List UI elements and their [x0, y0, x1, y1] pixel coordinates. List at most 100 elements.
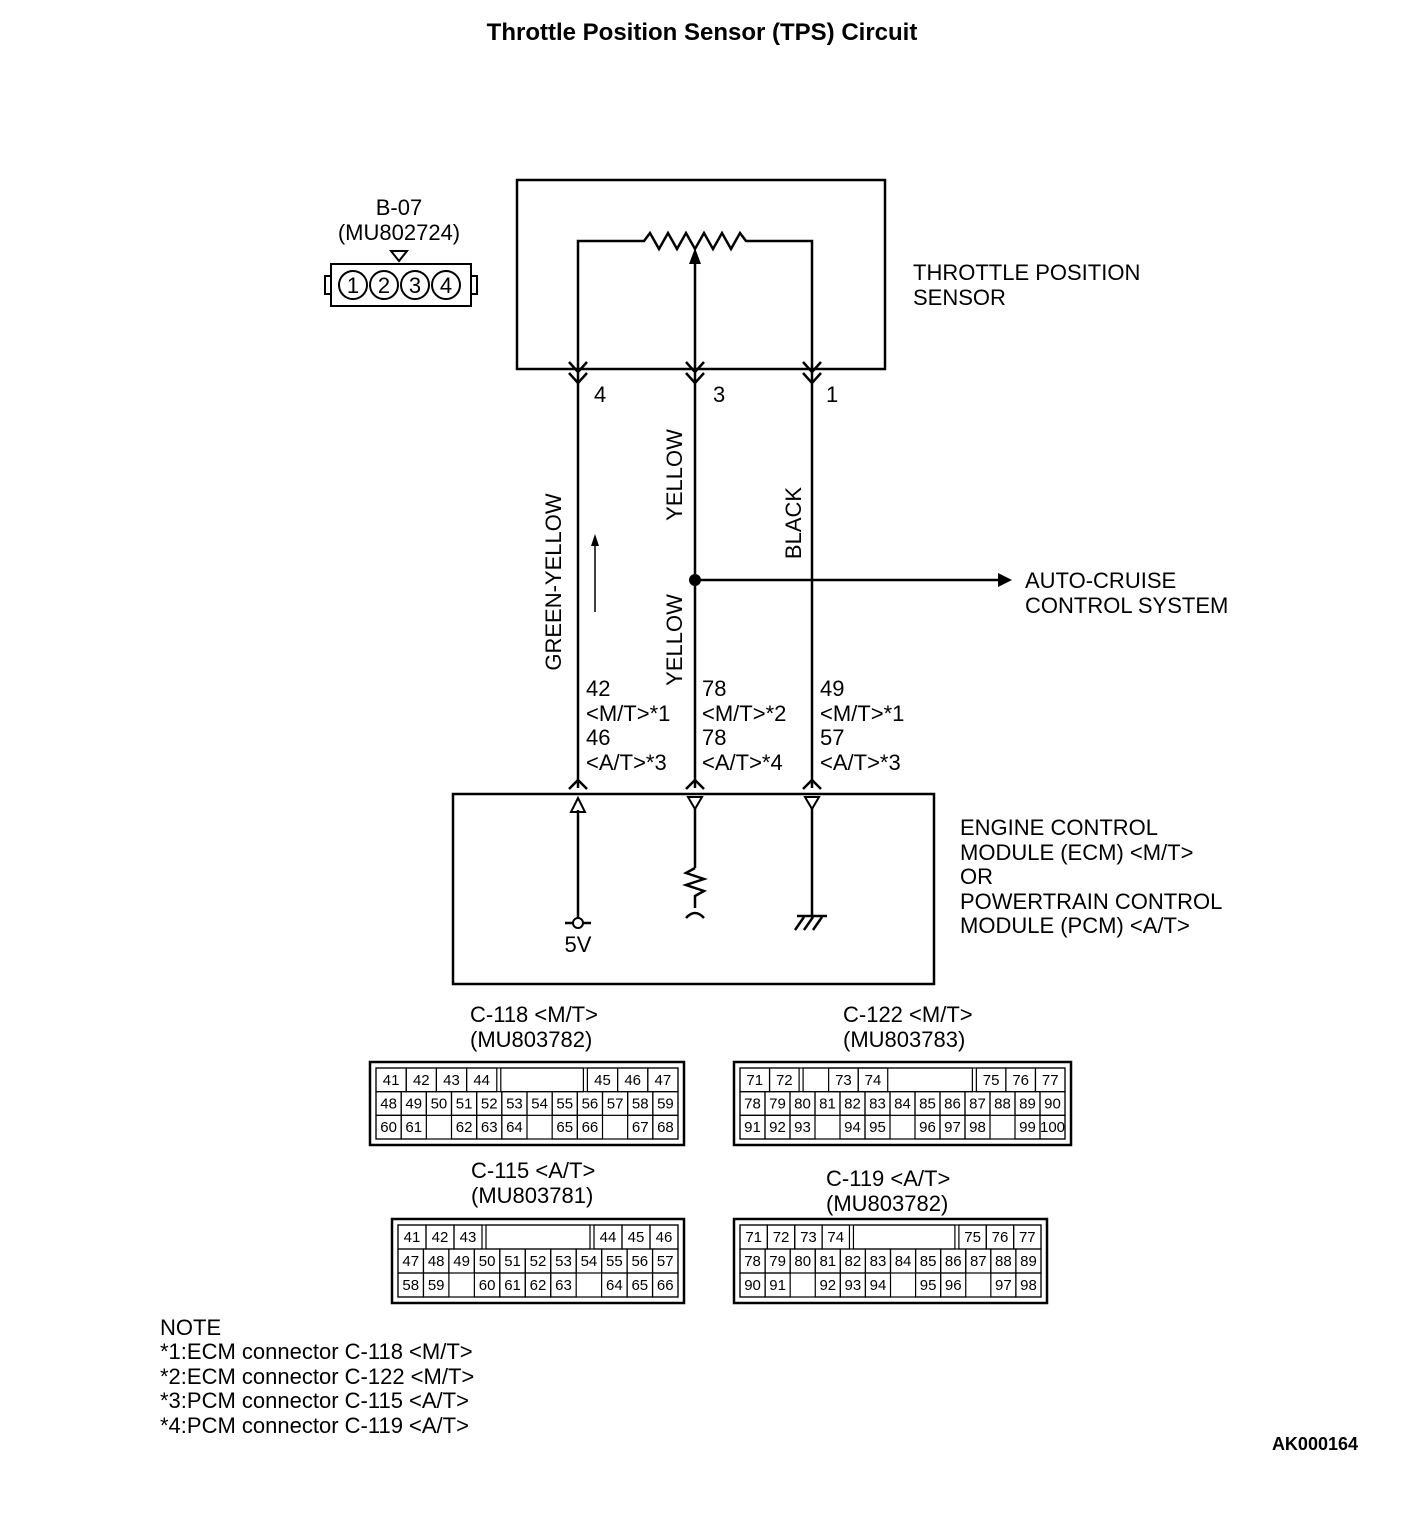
connector-pin-number: 96: [919, 1119, 936, 1136]
connector-pin-number: 77: [1019, 1229, 1036, 1246]
connector-pin-number: 72: [776, 1072, 793, 1089]
connector-pin-cell: [550, 1272, 577, 1298]
wire-color-label: YELLOW: [662, 594, 687, 686]
connector-pin-number: 59: [657, 1096, 674, 1113]
ecm-input-arrow-icon: [686, 796, 704, 811]
connector-pin-number: 53: [555, 1253, 572, 1270]
connector-housing: [732, 1060, 1073, 1147]
svg-text:57: 57: [820, 725, 844, 750]
connector-pin-number: 87: [969, 1096, 986, 1113]
connector-pin-number: 62: [456, 1119, 473, 1136]
note-line: *3:PCM connector C-115 <A/T>: [160, 1388, 469, 1413]
wire-sensor-pin: 4: [594, 382, 606, 407]
connector-pin-cell: [501, 1114, 528, 1140]
connector-pin-number: 86: [944, 1096, 961, 1113]
svg-text:<M/T>*1: <M/T>*1: [586, 701, 670, 726]
connector-pin-number: 48: [428, 1253, 445, 1270]
connector-pin-number: 65: [631, 1277, 648, 1294]
connector-pin-number: 63: [481, 1119, 498, 1136]
svg-text:MODULE (PCM) <A/T>: MODULE (PCM) <A/T>: [960, 913, 1190, 938]
connector-pin-number: 60: [479, 1277, 496, 1294]
connector-pin-cell: [864, 1272, 892, 1298]
connector-marker-icon: [388, 250, 410, 263]
wire-color-label: BLACK: [781, 487, 806, 559]
connector-pin-number: 65: [556, 1119, 573, 1136]
connector-pin-number: 83: [870, 1253, 887, 1270]
branch-arrow-icon: [998, 573, 1012, 587]
connector-pin-number: 78: [744, 1253, 761, 1270]
connector-pin-number: 45: [628, 1229, 645, 1246]
connector-pin-number: 44: [600, 1229, 617, 1246]
sensor-label-line1: THROTTLE POSITION: [913, 260, 1140, 285]
connector-pin-number: 78: [744, 1096, 761, 1113]
note-line: *1:ECM connector C-118 <M/T>: [160, 1339, 473, 1364]
connector-pin-number: 54: [581, 1253, 598, 1270]
connector-pin-cell: [940, 1272, 967, 1298]
svg-text:<M/T>*1: <M/T>*1: [820, 701, 904, 726]
connector-pin-number: 71: [745, 1229, 762, 1246]
connector-pin-number: 74: [827, 1229, 844, 1246]
connector-pin-number: 100: [1040, 1119, 1065, 1136]
connector-pin-number: 59: [428, 1277, 445, 1294]
connector-housing: [390, 1217, 686, 1305]
connector-pin-number: 49: [405, 1096, 422, 1113]
connector-c115-name: C-115 <A/T>: [471, 1158, 595, 1183]
sensor-pin-label: 1: [347, 273, 359, 298]
ecm-input-arrow-icon: [803, 796, 821, 811]
svg-text:POWERTRAIN CONTROL: POWERTRAIN CONTROL: [960, 889, 1222, 914]
sensor-label-line2: SENSOR: [913, 285, 1006, 310]
connector-pin-number: 99: [1019, 1119, 1036, 1136]
connector-c119-name: C-119 <A/T>: [826, 1166, 950, 1191]
connector-pin-number: 61: [405, 1119, 422, 1136]
connector-pin-number: 76: [1012, 1072, 1029, 1089]
connector-pin-number: 98: [969, 1119, 986, 1136]
connector-pin-cell: [964, 1114, 991, 1140]
connector-pin-cell: [651, 1272, 679, 1298]
svg-text:MODULE (ECM) <M/T>: MODULE (ECM) <M/T>: [960, 840, 1193, 865]
connector-pin-number: 52: [530, 1253, 547, 1270]
connector-pin-number: 83: [869, 1096, 886, 1113]
connector-pin-number: 67: [632, 1119, 649, 1136]
connector-pin-number: 91: [769, 1277, 786, 1294]
diagram-title: Throttle Position Sensor (TPS) Circuit: [487, 19, 918, 46]
connector-c119-part: (MU803782): [826, 1191, 948, 1216]
wire-color-label: YELLOW: [662, 429, 687, 521]
connector-pin-number: 81: [819, 1096, 836, 1113]
note-line: *2:ECM connector C-122 <M/T>: [160, 1364, 474, 1389]
branch-label-line1: AUTO-CRUISE: [1025, 568, 1176, 593]
connector-c118-part: (MU803782): [470, 1027, 592, 1052]
connector-pin-number: 43: [443, 1072, 460, 1089]
connector-pin-number: 96: [945, 1277, 962, 1294]
connector-pin-number: 77: [1042, 1072, 1059, 1089]
connector-pin-number: 95: [920, 1277, 937, 1294]
connector-c122-name: C-122 <M/T>: [843, 1002, 973, 1027]
connector-pin-number: 66: [582, 1119, 599, 1136]
connector-pin-number: 89: [1020, 1253, 1037, 1270]
ecm-label: ENGINE CONTROL MODULE (ECM) <M/T> OR POW…: [960, 815, 1222, 938]
connector-pin-number: 53: [506, 1096, 523, 1113]
connector-pin-cell: [789, 1114, 816, 1140]
connector-pin-number: 85: [920, 1253, 937, 1270]
connector-c115-part: (MU803781): [471, 1183, 593, 1208]
connector-housing: [368, 1060, 686, 1147]
connector-pin-number: 68: [657, 1119, 674, 1136]
connector-pin-cell: [576, 1114, 604, 1140]
connector-housing: [732, 1217, 1049, 1305]
connector-pin-number: 75: [964, 1229, 981, 1246]
connector-pin-cell: [764, 1272, 791, 1298]
svg-text:46: 46: [586, 725, 610, 750]
connector-pin-number: 51: [504, 1253, 521, 1270]
connector-pin-number: 80: [794, 1096, 811, 1113]
wiper-arrow-icon: [689, 248, 701, 264]
connector-pin-number: 55: [556, 1096, 573, 1113]
connector-pin-number: 41: [404, 1229, 421, 1246]
connector-key-slot: [802, 1067, 973, 1093]
connector-pin-number: 64: [606, 1277, 623, 1294]
ecm-pin-labels: 42 <M/T>*1 46 <A/T>*3 78 <M/T>*2 78 <A/T…: [586, 676, 904, 775]
connector-pin-number: 94: [870, 1277, 887, 1294]
connector-pin-number: 92: [769, 1119, 786, 1136]
connector-pin-number: 51: [456, 1096, 473, 1113]
connector-pin-number: 82: [845, 1253, 862, 1270]
